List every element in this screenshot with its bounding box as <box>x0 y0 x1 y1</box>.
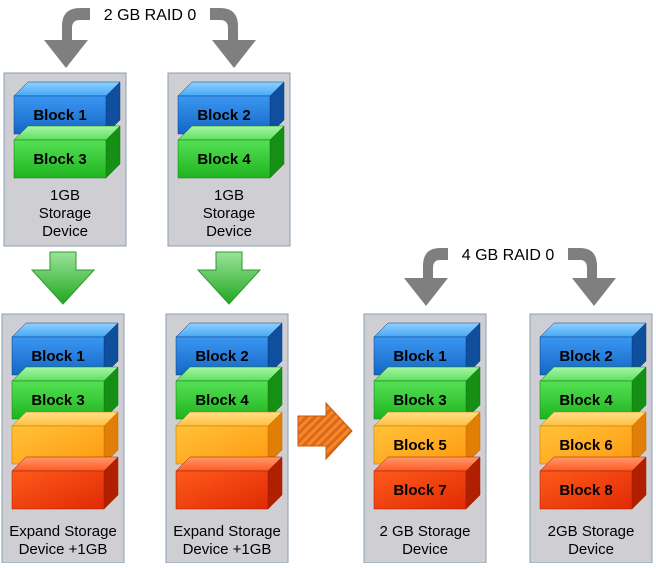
device-label-line: Device <box>42 223 88 240</box>
block-label: Block 1 <box>393 348 446 365</box>
gray-curved-arrow-icon <box>568 248 616 306</box>
green-down-arrow-icon <box>196 251 262 305</box>
device-label-line: Storage <box>39 205 92 222</box>
device-label-line: Device +1GB <box>183 541 272 558</box>
storage-block-green: Block 3 <box>11 366 119 420</box>
storage-block-orange: Block 6 <box>539 411 647 465</box>
block-label: Block 2 <box>559 348 612 365</box>
storage-block-green: Block 3 <box>373 366 481 420</box>
device-label-line: 2 GB Storage <box>380 523 471 540</box>
block-label: Block 2 <box>197 107 250 124</box>
device-label-line: Expand Storage <box>9 523 117 540</box>
green-down-arrow-icon <box>30 251 96 305</box>
device-label-line: 2GB Storage <box>548 523 635 540</box>
block-label: Block 4 <box>195 392 249 409</box>
storage-block-green: Block 3 <box>13 125 121 179</box>
raid-top-label: 2 GB RAID 0 <box>104 7 197 24</box>
block-label: Block 6 <box>559 437 612 454</box>
gray-curved-arrow-icon <box>404 248 448 306</box>
storage-block-red: Block 7 <box>373 456 481 510</box>
gray-curved-arrow-icon <box>210 8 256 68</box>
raid-top-group: 2 GB RAID 0 <box>44 7 256 68</box>
device-label-line: 1GB <box>50 187 80 204</box>
block-label: Block 7 <box>393 482 446 499</box>
storage-block-green: Block 4 <box>175 366 283 420</box>
block-label: Block 3 <box>33 151 86 168</box>
block-label: Block 1 <box>33 107 86 124</box>
block-label: Block 1 <box>31 348 84 365</box>
storage-device-panel: Block 1 Block 3 Block 5 Block 7 2 GB Storage… <box>363 313 487 564</box>
block-label: Block 8 <box>559 482 612 499</box>
storage-block-orange: Block 5 <box>373 411 481 465</box>
device-label-line: Expand Storage <box>173 523 281 540</box>
device-label-line: Storage <box>203 205 256 222</box>
raid-right-group: 4 GB RAID 0 <box>404 247 616 306</box>
block-label: Block 3 <box>393 392 446 409</box>
storage-block-green: Block 4 <box>539 366 647 420</box>
storage-block-red <box>175 456 283 510</box>
block-label: Block 2 <box>195 348 248 365</box>
storage-device-panel: Block 2 Block 4 Block 6 Block 8 2GB StorageD… <box>529 313 653 564</box>
block-label: Block 4 <box>559 392 613 409</box>
storage-block-red: Block 8 <box>539 456 647 510</box>
device-label-line: 1GB <box>214 187 244 204</box>
storage-block-orange <box>175 411 283 465</box>
storage-block-orange <box>11 411 119 465</box>
device-label-line: Device <box>568 541 614 558</box>
raid-right-label: 4 GB RAID 0 <box>462 247 555 264</box>
block-label: Block 5 <box>393 437 446 454</box>
block-label: Block 3 <box>31 392 84 409</box>
gray-curved-arrow-icon <box>44 8 90 68</box>
device-label-line: Device +1GB <box>19 541 108 558</box>
orange-right-arrow-icon <box>297 401 353 461</box>
storage-block-green: Block 4 <box>177 125 285 179</box>
device-label-line: Device <box>402 541 448 558</box>
storage-block-red <box>11 456 119 510</box>
device-label-line: Device <box>206 223 252 240</box>
block-label: Block 4 <box>197 151 251 168</box>
